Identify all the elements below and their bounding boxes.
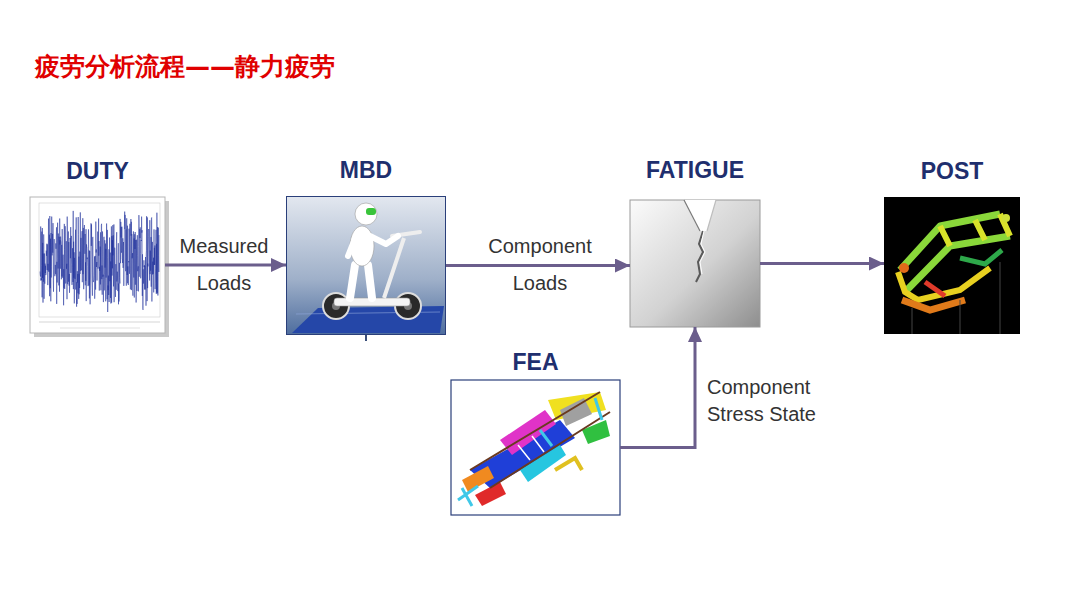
illustration-shape bbox=[500, 410, 556, 455]
flow-arrow bbox=[446, 264, 630, 267]
illustration-shape bbox=[30, 197, 165, 333]
fea-mesh bbox=[451, 380, 620, 515]
illustration-shape bbox=[60, 328, 140, 329]
illustration-shape bbox=[700, 231, 705, 274]
slide-title: 疲劳分析流程——静力疲劳 bbox=[35, 50, 335, 83]
image-box: FATIGUE bbox=[630, 200, 760, 327]
illustration-shape bbox=[555, 458, 582, 470]
illustration-shape bbox=[925, 282, 945, 296]
illustration-shape bbox=[899, 263, 909, 273]
illustration-shape bbox=[384, 238, 404, 298]
arrow-label: Component Stress State bbox=[707, 374, 847, 428]
illustration-shape bbox=[582, 420, 610, 444]
fatigue-specimen bbox=[630, 200, 760, 327]
stage-heading: POST bbox=[921, 158, 984, 185]
illustration-shape bbox=[902, 300, 965, 310]
illustration-shape bbox=[518, 436, 544, 460]
illustration-shape bbox=[684, 200, 700, 231]
illustration-shape bbox=[475, 482, 506, 506]
illustration-shape bbox=[348, 236, 356, 256]
illustration-shape bbox=[34, 201, 169, 337]
stage-heading: FEA bbox=[513, 349, 559, 376]
mbd-robot bbox=[287, 197, 445, 341]
image-box: POST bbox=[884, 197, 1020, 334]
illustration-shape bbox=[912, 262, 1000, 334]
illustration-shape bbox=[458, 398, 602, 506]
illustration-shape bbox=[900, 214, 1010, 292]
illustration-shape bbox=[898, 268, 990, 300]
illustration-shape bbox=[630, 200, 760, 327]
illustration-shape bbox=[884, 197, 1020, 334]
illustration-shape bbox=[370, 236, 398, 244]
illustration-shape bbox=[350, 265, 372, 298]
illustration-shape bbox=[960, 250, 1002, 264]
illustration-shape bbox=[287, 197, 445, 334]
arrow-label: Component Loads bbox=[488, 228, 591, 302]
illustration-shape bbox=[39, 322, 160, 323]
illustration-shape bbox=[470, 392, 610, 488]
image-box: MBD bbox=[286, 196, 446, 335]
illustration-shape bbox=[365, 334, 367, 341]
arrow-label: Measured Loads bbox=[180, 228, 269, 302]
duty-plot bbox=[30, 197, 169, 337]
illustration-shape bbox=[707, 200, 716, 231]
post-result bbox=[884, 197, 1020, 334]
image-box: FEA bbox=[451, 380, 620, 515]
stage-heading: DUTY bbox=[66, 158, 129, 185]
illustration-shape bbox=[630, 200, 760, 327]
stage-heading: FATIGUE bbox=[646, 157, 744, 184]
illustration-shape bbox=[451, 380, 620, 515]
illustration-shape bbox=[39, 203, 160, 317]
flow-arrow bbox=[760, 262, 884, 265]
illustration-shape bbox=[940, 214, 1010, 246]
flow-arrow bbox=[165, 264, 286, 267]
illustration-shape bbox=[684, 200, 716, 231]
illustration-shape bbox=[40, 211, 159, 312]
illustration-shape bbox=[355, 203, 377, 225]
illustration-shape bbox=[1002, 214, 1010, 222]
stage-heading: MBD bbox=[340, 157, 392, 184]
illustration-shape bbox=[366, 208, 376, 215]
flow-arrow bbox=[620, 327, 695, 448]
image-box: DUTY bbox=[30, 197, 165, 333]
